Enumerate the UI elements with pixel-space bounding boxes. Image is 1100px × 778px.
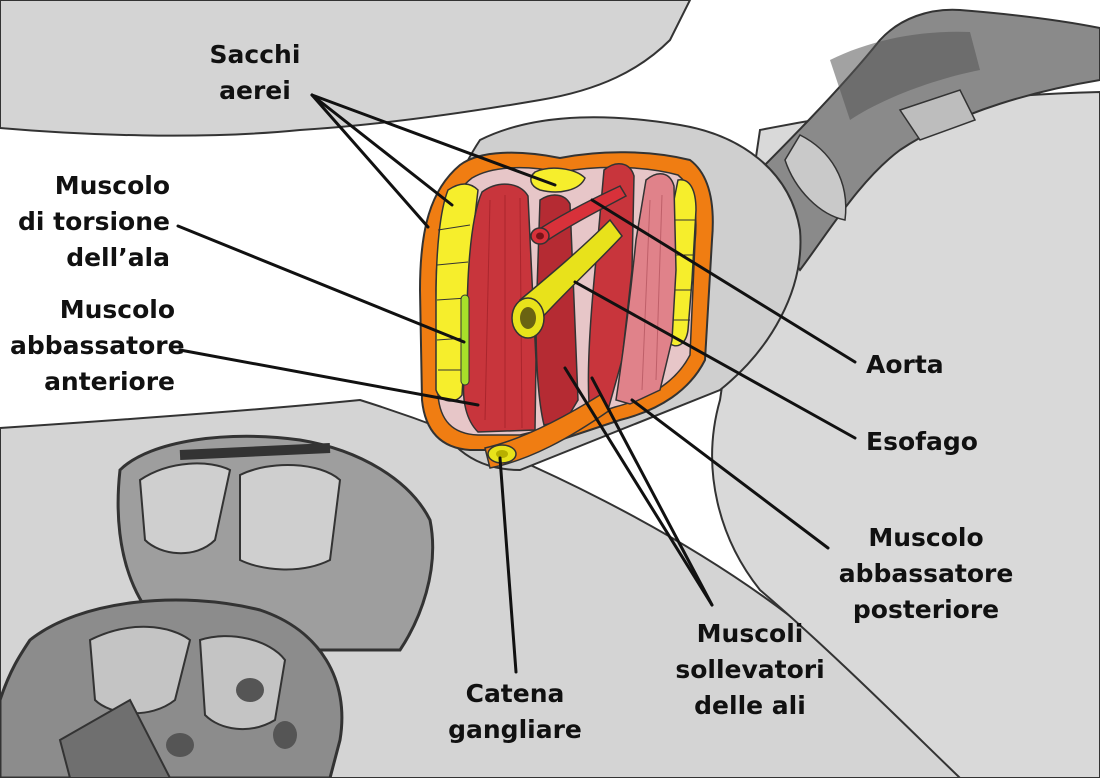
leader-esofago bbox=[573, 280, 857, 440]
label-esofago: Esofago bbox=[866, 427, 978, 456]
label-sacchi-aerei: Sacchi aerei bbox=[209, 40, 301, 105]
leader-abbassatore-posteriore bbox=[630, 398, 830, 550]
anterior-depressor-muscle bbox=[462, 183, 537, 433]
air-sac-top bbox=[530, 167, 586, 193]
leader-sollevatori-1 bbox=[563, 366, 714, 607]
leader-sacchi-1 bbox=[310, 93, 454, 207]
label-muscolo-di-torsione: Muscolo di torsione dell’ala bbox=[17, 171, 170, 272]
leader-sollevatori-2 bbox=[590, 376, 714, 607]
label-catena-gangliare: Catena gangliare bbox=[448, 679, 582, 744]
label-muscolo-abbassatore-anteriore: Muscolo abbassatore anteriore bbox=[10, 295, 185, 396]
leader-abbassatore-anteriore bbox=[178, 348, 480, 407]
elevator-muscle-central bbox=[535, 194, 579, 426]
label-muscolo-abbassatore-posteriore: Muscolo abbassatore posteriore bbox=[838, 523, 1014, 624]
label-muscoli-sollevatori: Muscoli sollevatori delle ali bbox=[675, 619, 825, 720]
leader-sacchi-3 bbox=[310, 93, 430, 229]
esophagus bbox=[518, 218, 623, 324]
upper-wing bbox=[0, 0, 692, 137]
label-aorta: Aorta bbox=[866, 350, 944, 379]
thoracic-cross-section bbox=[418, 151, 714, 469]
leader-aorta bbox=[590, 198, 857, 364]
aorta bbox=[533, 185, 628, 243]
leader-lines bbox=[176, 93, 857, 674]
leader-torsione bbox=[176, 224, 466, 344]
leader-catena bbox=[498, 456, 518, 674]
leader-sacchi-2 bbox=[310, 93, 557, 187]
